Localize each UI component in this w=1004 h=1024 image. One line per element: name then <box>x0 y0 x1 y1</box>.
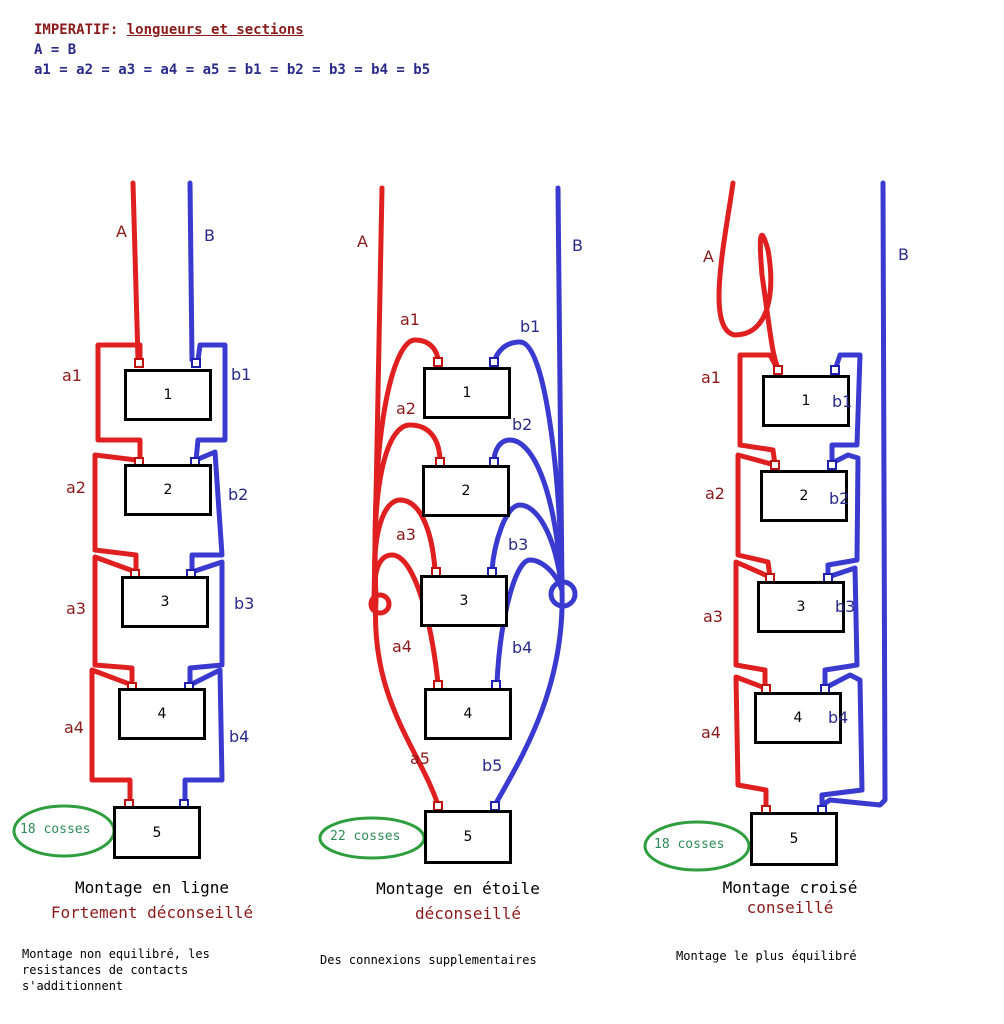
ligne-blue-wires <box>182 180 228 806</box>
croise-battery-2: 2 <box>760 470 848 522</box>
ligne-label-a4: a4 <box>64 718 84 737</box>
etoile-label-a3: a3 <box>396 525 416 544</box>
imperatif-label: IMPERATIF: <box>34 22 119 38</box>
croise-title: Montage croisé <box>722 878 858 897</box>
etoile-battery-5: 5 <box>424 810 512 864</box>
ligne-title: Montage en ligne <box>74 878 230 897</box>
croise-battery-3: 3 <box>757 581 845 633</box>
etoile-blue-wires <box>489 185 565 808</box>
etoile-red-node <box>368 592 392 616</box>
etoile-blue-node <box>548 579 578 609</box>
ligne-red-wires <box>89 180 143 806</box>
ligne-battery-1: 1 <box>124 369 212 421</box>
ligne-battery-3: 3 <box>121 576 209 628</box>
etoile-label-a1: a1 <box>400 310 420 329</box>
etoile-label-a4: a4 <box>392 637 412 656</box>
croise-blue-wires <box>819 180 888 811</box>
croise-cosses-ellipse <box>643 820 751 872</box>
croise-label-a1: a1 <box>701 368 721 387</box>
croise-battery-1: 1 <box>762 375 850 427</box>
etoile-verdict: déconseillé <box>415 904 521 923</box>
etoile-label-b2: b2 <box>512 415 533 434</box>
etoile-label-B: B <box>572 236 583 255</box>
croise-label-a2: a2 <box>705 484 725 503</box>
ligne-note: Montage non equilibré, les resistances d… <box>22 947 210 993</box>
etoile-label-b4: b4 <box>512 638 533 657</box>
ligne-battery-2: 2 <box>124 464 212 516</box>
etoile-red-wires <box>371 185 443 808</box>
header-line3: a1 = a2 = a3 = a4 = a5 = b1 = b2 = b3 = … <box>34 62 431 78</box>
ligne-battery-5: 5 <box>113 806 201 859</box>
header-line2: A = B <box>34 42 77 58</box>
ligne-label-A: A <box>116 222 127 241</box>
ligne-label-a1: a1 <box>62 366 82 385</box>
header-subtitle: longueurs et sections <box>126 22 304 38</box>
header-line1: IMPERATIF: longueurs et sections <box>34 22 304 38</box>
etoile-battery-1: 1 <box>423 367 511 419</box>
croise-label-b2: b2 <box>829 489 850 508</box>
croise-label-A: A <box>703 247 714 266</box>
croise-label-B: B <box>898 245 909 264</box>
ligne-label-a2: a2 <box>66 478 86 497</box>
etoile-label-a5: a5 <box>410 749 430 768</box>
etoile-title: Montage en étoile <box>376 879 540 898</box>
ligne-label-a3: a3 <box>66 599 86 618</box>
etoile-label-b3: b3 <box>508 535 529 554</box>
etoile-note: Des connexions supplementaires <box>320 953 537 967</box>
ligne-cosses: 18 cosses <box>20 822 91 837</box>
etoile-battery-3: 3 <box>420 575 508 627</box>
ligne-label-B: B <box>204 226 215 245</box>
croise-battery-4: 4 <box>754 692 842 744</box>
croise-red-wires <box>716 180 781 811</box>
croise-label-a4: a4 <box>701 723 721 742</box>
etoile-label-b5: b5 <box>482 756 503 775</box>
croise-note: Montage le plus équilibré <box>676 949 857 963</box>
croise-label-b4: b4 <box>828 708 849 727</box>
croise-verdict: conseillé <box>746 898 834 917</box>
croise-label-b3: b3 <box>835 597 856 616</box>
ligne-label-b3: b3 <box>234 594 255 613</box>
ligne-battery-4: 4 <box>118 688 206 740</box>
ligne-label-b1: b1 <box>231 365 252 384</box>
etoile-cosses: 22 cosses <box>330 829 401 844</box>
etoile-label-b1: b1 <box>520 317 541 336</box>
etoile-label-a2: a2 <box>396 399 416 418</box>
croise-battery-5: 5 <box>750 812 838 866</box>
ligne-label-b4: b4 <box>229 727 250 746</box>
croise-label-a3: a3 <box>703 607 723 626</box>
etoile-label-A: A <box>357 232 368 251</box>
ligne-label-b2: b2 <box>228 485 249 504</box>
etoile-battery-2: 2 <box>422 465 510 517</box>
etoile-battery-4: 4 <box>424 688 512 740</box>
croise-cosses: 18 cosses <box>654 837 725 852</box>
ligne-verdict: Fortement déconseillé <box>50 903 254 922</box>
croise-label-b1: b1 <box>832 392 853 411</box>
terminals-red <box>124 357 783 815</box>
